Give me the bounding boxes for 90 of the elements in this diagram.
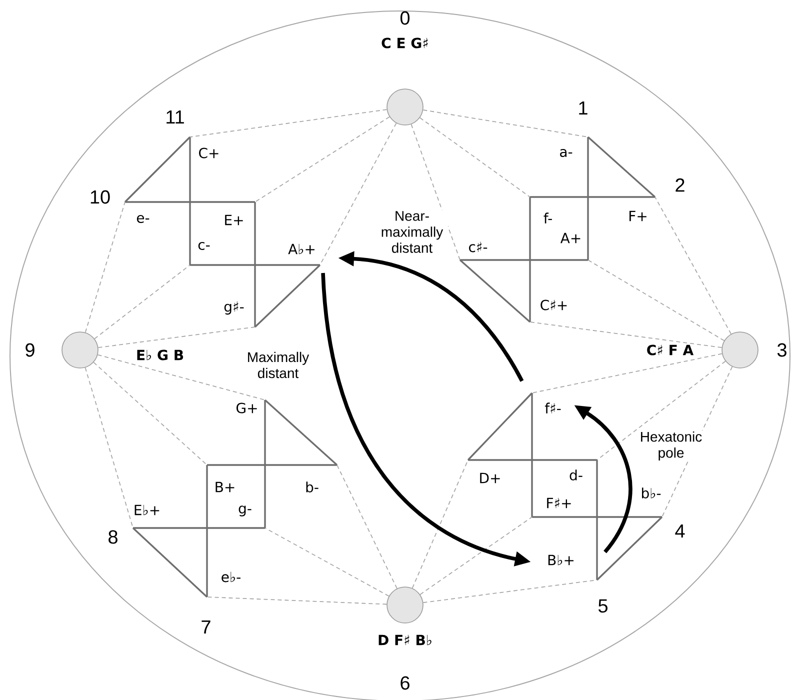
dashed-line — [596, 360, 726, 460]
triad-label: B♭+ — [548, 554, 574, 566]
triad-label: c♯- — [469, 242, 488, 252]
line — [189, 137, 191, 265]
line — [264, 399, 338, 466]
triad-label: e- — [136, 214, 150, 224]
dashed-line — [93, 362, 208, 466]
node-label: 9 — [26, 343, 34, 357]
triad-label: B+ — [216, 482, 234, 492]
vertex-number: 8 — [108, 530, 118, 544]
triad-label: C+ — [199, 148, 218, 158]
vertex-number: 1 — [579, 101, 588, 115]
dashed-line — [84, 202, 126, 333]
line — [190, 264, 320, 266]
node-label: 3 — [777, 343, 786, 357]
triad-label: A♭+ — [288, 244, 314, 254]
triad-label: F+ — [630, 210, 646, 222]
line — [254, 202, 256, 327]
dashed-line — [422, 580, 598, 604]
triad-label: C♯+ — [540, 300, 567, 310]
line — [459, 259, 531, 323]
vertex-number: 11 — [166, 110, 184, 124]
vertex-number: 7 — [202, 620, 210, 634]
line — [206, 465, 208, 597]
line — [125, 201, 255, 203]
dashed-line — [588, 260, 725, 342]
triad-label: b- — [306, 482, 318, 492]
dashed-line — [254, 116, 390, 202]
triad-label: E♭+ — [134, 504, 160, 516]
dashed-line — [412, 460, 468, 589]
edge-label: Hexatonic pole — [637, 430, 705, 462]
dashed-line — [422, 110, 588, 138]
line — [124, 136, 191, 203]
line — [132, 527, 208, 598]
dashed-line — [530, 322, 722, 348]
dashed-line — [94, 264, 190, 340]
dashed-line — [320, 122, 397, 266]
triad-label: F♯+ — [547, 498, 571, 508]
dashed-line — [420, 516, 532, 595]
vertex-number: 4 — [675, 524, 685, 538]
dashed-line — [654, 196, 732, 334]
triad-label: E+ — [225, 214, 243, 226]
triad-label: D+ — [480, 472, 500, 484]
node-label: C E G♯ — [382, 38, 428, 48]
node-label: 6 — [400, 676, 410, 690]
dashed-line — [206, 596, 388, 605]
dashed-line — [336, 464, 398, 589]
vertex-number: 5 — [598, 599, 608, 613]
triad-label: f♯- — [544, 402, 561, 414]
line — [530, 196, 655, 198]
node-label: E♭ G B — [137, 350, 184, 360]
line — [467, 392, 533, 461]
line — [468, 459, 597, 461]
line — [529, 197, 531, 322]
triad-label: G+ — [236, 402, 257, 414]
line — [460, 259, 588, 261]
line — [264, 400, 266, 528]
line — [587, 136, 656, 198]
line — [531, 393, 533, 517]
triad-label: g- — [238, 506, 252, 516]
vertex-number: 2 — [676, 178, 684, 192]
dashed-line — [84, 367, 134, 528]
line — [254, 264, 321, 328]
dashed-line — [532, 353, 722, 394]
triad-label: f- — [544, 212, 552, 224]
triad-label: a- — [560, 148, 572, 158]
dashed-line — [98, 326, 256, 348]
line — [207, 464, 337, 466]
dashed-line — [190, 109, 388, 138]
dashed-line — [410, 124, 460, 260]
node-label: C♯ F A — [647, 344, 694, 356]
line — [587, 137, 589, 260]
dashed-line — [419, 117, 530, 198]
line — [596, 460, 598, 580]
edge-label: Maximally distant — [237, 350, 319, 380]
triad-label: c- — [198, 242, 210, 250]
triad-label: d- — [570, 470, 582, 480]
line — [532, 516, 662, 518]
vertex-number: 10 — [90, 190, 110, 204]
triad-label: A+ — [560, 232, 580, 244]
node-label: 0 — [400, 11, 410, 25]
triad-label: g♯- — [224, 301, 244, 315]
dashed-line — [97, 354, 266, 400]
edge-label: Near- maximally distant — [376, 210, 448, 254]
line — [133, 527, 265, 529]
dashed-line — [264, 528, 390, 597]
line — [596, 516, 663, 581]
triad-label: b♭- — [642, 488, 661, 498]
node-label: D F♯ B♭ — [378, 634, 432, 646]
triad-label: e♭- — [222, 572, 240, 582]
